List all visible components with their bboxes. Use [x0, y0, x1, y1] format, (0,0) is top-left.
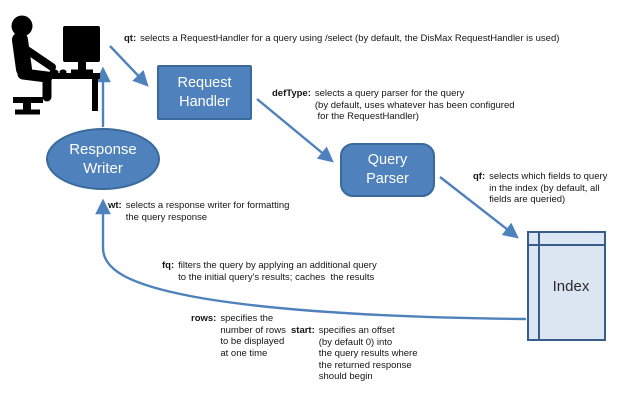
annotation-qf-label: qf:: [473, 171, 486, 182]
annotation-qf: qf: selects which fields to query in the…: [473, 171, 607, 206]
query-parser-label-line2: Parser: [366, 171, 409, 187]
index-header-line: [529, 244, 604, 246]
annotation-fq-label: fq:: [162, 260, 175, 271]
annotation-line: selects a query parser for the query: [314, 88, 465, 99]
annotation-rows-label: rows:: [191, 313, 217, 324]
response-writer-node: Response Writer: [46, 128, 160, 190]
annotation-line: should begin: [318, 371, 373, 382]
annotation-line: for the RequestHandler): [314, 111, 419, 122]
annotation-line: the query results where: [318, 348, 418, 359]
annotation-line: the query response: [125, 211, 208, 223]
annotation-line: at one time: [220, 347, 268, 359]
annotation-line: number of rows: [220, 324, 286, 336]
annotation-line: specifies an offset: [318, 325, 395, 336]
annotation-fq: fq: filters the query by applying an add…: [162, 260, 377, 283]
index-label: Index: [552, 278, 590, 295]
query-parser-label-line1: Query: [367, 152, 408, 169]
annotation-line: selects which fields to query: [489, 171, 608, 182]
annotation-line: filters the query by applying an additio…: [178, 260, 377, 271]
annotation-line: (by default, uses whatever has been conf…: [314, 99, 515, 111]
response-writer-label-line2: Writer: [83, 160, 123, 177]
annotation-line: to the initial query's results; caches t…: [178, 271, 375, 283]
annotation-wt-label: wt:: [108, 200, 122, 211]
annotation-line: selects a response writer for formatting: [125, 200, 290, 211]
index-spine-line: [538, 233, 540, 339]
user-at-computer-icon: [11, 15, 100, 115]
annotation-start: start: specifies an offset (by default 0…: [291, 325, 418, 383]
annotation-deftype-label: defType:: [272, 88, 311, 99]
annotation-line: the returned response: [318, 359, 412, 371]
annotation-deftype: defType: selects a query parser for the …: [272, 88, 515, 123]
annotation-wt: wt: selects a response writer for format…: [108, 200, 289, 223]
index-node: Index: [527, 231, 606, 341]
annotation-line: in the index (by default, all: [489, 182, 600, 194]
annotation-qt-label: qt:: [124, 33, 137, 44]
request-handler-label-line1: Request: [177, 74, 232, 91]
annotation-rows: rows: specifies the number of rows to be…: [191, 313, 286, 359]
qt-arrow: [109, 45, 149, 87]
annotation-line: specifies the: [220, 313, 274, 324]
annotation-line: selects a RequestHandler for a query usi…: [140, 33, 560, 44]
request-handler-label-line2: Handler: [179, 93, 230, 110]
annotation-line: (by default 0) into: [318, 336, 393, 348]
annotation-line: to be displayed: [220, 336, 285, 347]
request-handler-node: Request Handler: [157, 65, 252, 120]
annotation-line: fields are queried): [489, 194, 566, 205]
query-parser-node: Query Parser: [340, 143, 435, 197]
annotation-start-label: start:: [291, 325, 315, 336]
annotation-qt: qt: selects a RequestHandler for a query…: [124, 33, 559, 45]
response-writer-label-line1: Response: [69, 140, 137, 158]
